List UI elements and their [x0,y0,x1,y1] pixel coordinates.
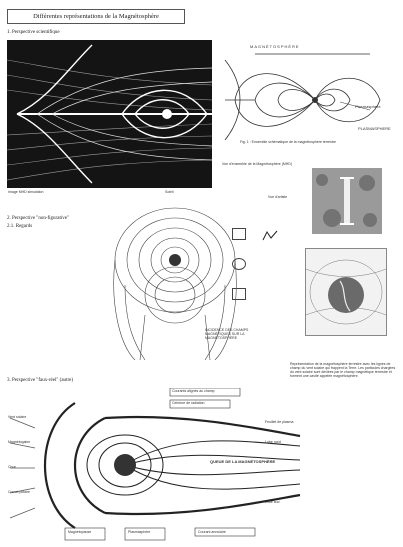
left-label-1: Vent solaire [8,415,26,419]
earth-sphere-image [305,248,387,336]
diagram1-top-label: MAGNÉTOSPHÈRE [250,44,300,49]
mid-note: Vue d'ensemble de la Magnétosphère (MHD) [222,162,292,166]
description-paragraph: Représentation de la magnétosphère terre… [290,362,398,378]
left-label-4: Cornet polaire [8,490,30,494]
page-title: Différentes représentations de la Magnét… [7,9,185,24]
right-label-2: Lobe nord [265,440,281,444]
left-photo-caption-right: Soleil [165,190,174,194]
section-heading-1: 1. Perspective scientifique [7,30,60,36]
small-figure-3 [232,288,246,300]
small-figure-4 [262,230,278,242]
mhd-simulation-image [7,40,212,188]
left-photo-caption: Image MHD simulation [8,190,43,194]
left-label-3: Choc [8,465,16,469]
section-heading-3: 3. Perspective "faux-réel" (autre) [7,378,73,384]
magnetosphere-cross-section [5,388,305,543]
right-top-small: Vue d'artiste [268,195,287,199]
bottom-box-1: Magnétopause [68,530,91,534]
diagram1-right-label: PLASMASPHERE [358,126,391,131]
artist-view-image [312,168,382,234]
diagram1-caption: Fig. 1 : Ensemble schématique de la magn… [240,140,360,144]
tail-label: QUEUE DE LA MAGNÉTOSPHÈRE [210,459,275,464]
left-label-2: Magnétogaine [8,440,30,444]
bottom-box-2: Plasmasphère [128,530,150,534]
section-subheading-2b: 2.1. Regards [7,224,32,230]
right-label-1: Feuillet de plasma [265,420,293,424]
top-box-2: Ceinture de radiation [172,401,205,405]
bottom-box-3: Courant annulaire [198,530,226,534]
section-heading-2: 2. Perspective "non-figurative" [7,216,69,222]
diagram1-right-small: Plasmasphere [355,104,381,109]
small-figure-2 [232,258,246,270]
right-label-3: Lobe sud [265,500,279,504]
top-box-1: Courants alignés au champ [172,389,215,393]
small-figure-1 [232,228,246,240]
box-mid-text: INCIDENCE DES CHAMPS MAGNÉTIQUES SUR LA … [205,328,263,340]
